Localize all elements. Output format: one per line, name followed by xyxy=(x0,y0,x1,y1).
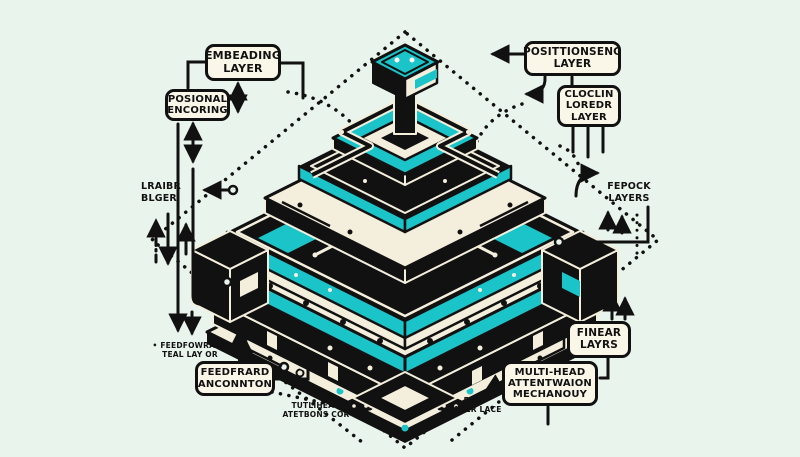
feedforward-right-elbow xyxy=(270,361,310,381)
bottom-ring xyxy=(352,371,458,425)
finear-layers-box: FINEAR LAYRS xyxy=(567,321,631,358)
staircase-traces xyxy=(310,96,500,179)
left-block xyxy=(191,230,269,323)
cloclin-loredr-box: CLOCLIN LOREDR LAYER xyxy=(557,85,621,127)
epoch-curve-arrow xyxy=(574,163,600,198)
isometric-stack xyxy=(191,43,619,443)
embedding-left-elbow xyxy=(186,60,208,90)
attention-note: TUTLIHEAD ATETBONS COR xyxy=(282,401,350,420)
positioning-layer-box: POSITTIONSENG LAYER xyxy=(523,41,622,76)
multihead-left-arrow xyxy=(483,374,507,393)
left-rail-elbow xyxy=(191,167,228,306)
layer-block-label: LRAIBR BLGER xyxy=(141,181,182,204)
layer-note: ETCD LAUER LACE xyxy=(448,396,502,415)
epoch-layers-label: FEPOCK LAYERS xyxy=(607,181,651,204)
circuit-stubs xyxy=(244,330,566,368)
feedforward-note: • FEEDFOWRABD TEAL LAY OR xyxy=(152,341,228,360)
feedforward-box: FEEDFRARD ANCONNTON xyxy=(195,361,275,396)
finear-multihead-link xyxy=(598,356,610,380)
top-cube xyxy=(370,43,440,101)
right-elbow xyxy=(560,205,650,244)
positional-encoding-box: POSIONAL ENCORING xyxy=(165,89,230,121)
right-block xyxy=(541,230,619,323)
embedding-layer-box: EMBEADING LAYER xyxy=(205,44,281,81)
positioning-curved-arrow xyxy=(524,75,547,104)
embedding-right-elbow xyxy=(278,61,305,100)
multi-head-attention-box: MULTI-HEAD ATTENTWAION MECHANOUY xyxy=(502,361,598,406)
connector-arrows xyxy=(146,44,650,426)
